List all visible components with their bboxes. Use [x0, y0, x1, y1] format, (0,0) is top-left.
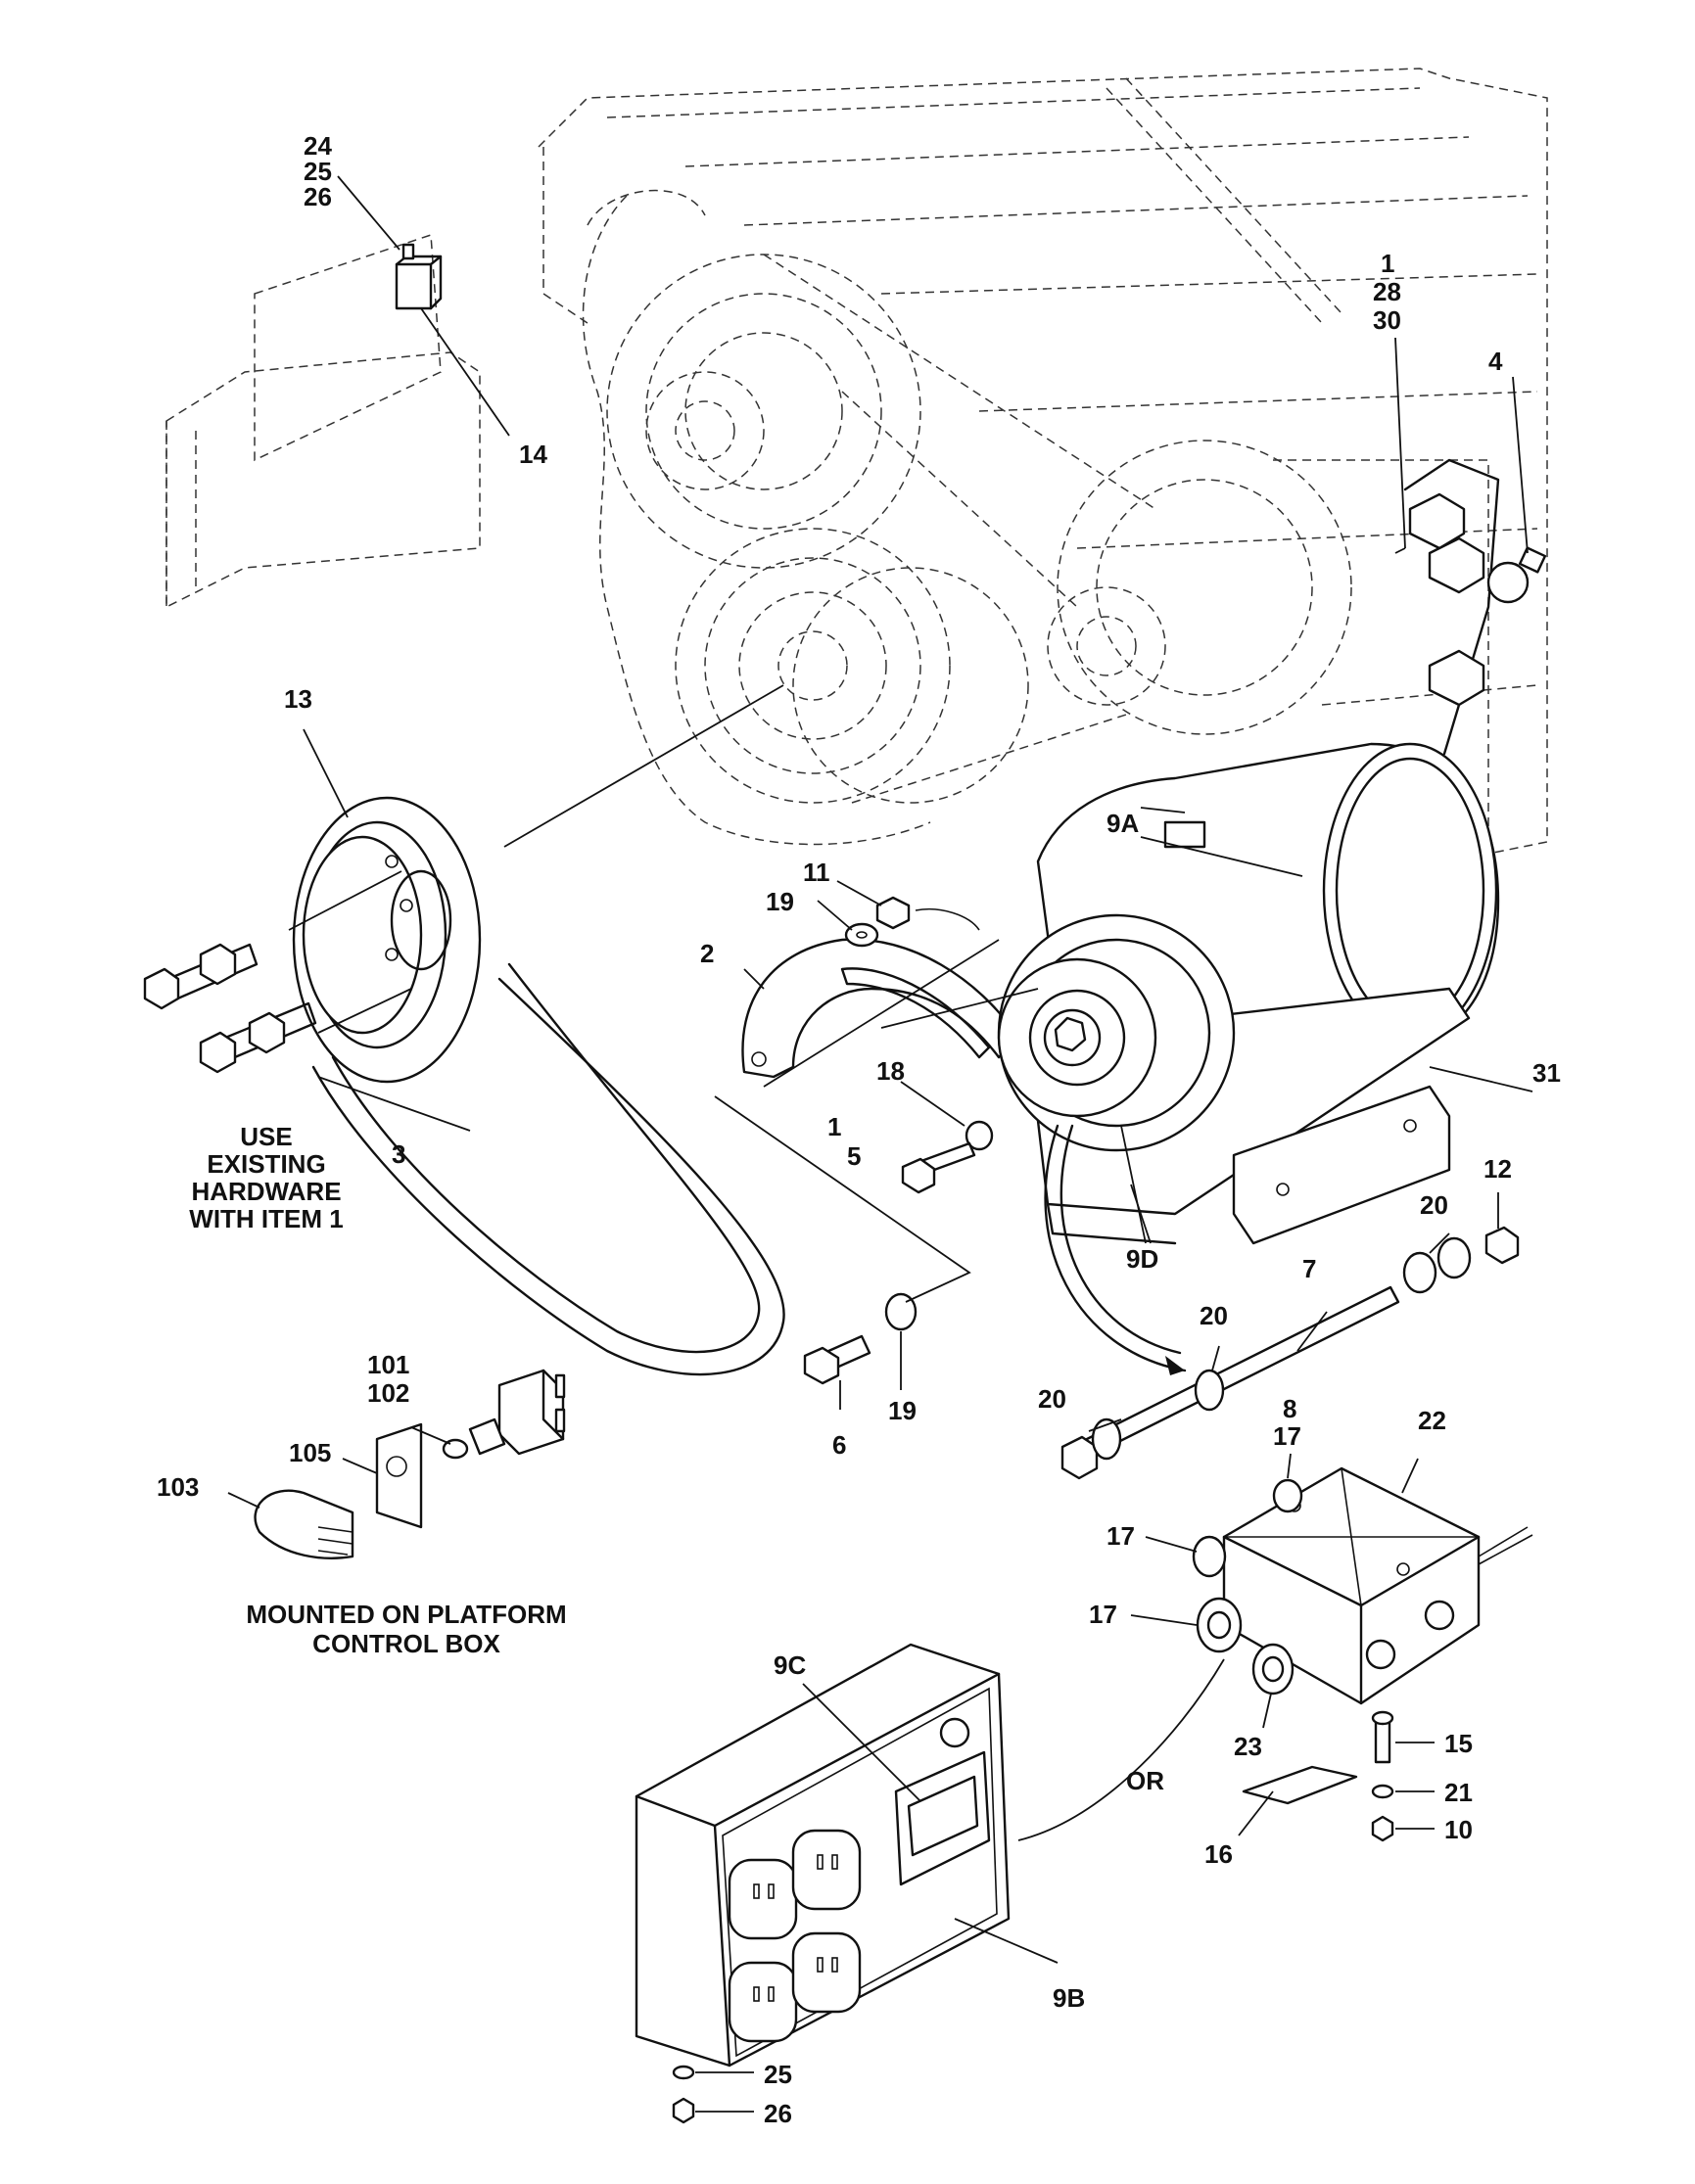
callout-30: 30 — [1373, 305, 1401, 335]
callout-20b: 20 — [1200, 1301, 1228, 1330]
callout-28: 28 — [1373, 277, 1401, 306]
callout-102: 102 — [367, 1378, 409, 1408]
callout-6: 6 — [832, 1430, 846, 1460]
hour-meter — [894, 1717, 991, 1886]
callout-101: 101 — [367, 1350, 409, 1379]
guard-103 — [254, 1489, 354, 1559]
callout-1: 1 — [1381, 249, 1394, 278]
callout-18: 18 — [876, 1056, 905, 1086]
callout-26: 26 — [304, 182, 332, 211]
relay — [395, 243, 443, 310]
callout-8: 8 — [1283, 1394, 1296, 1423]
callout-31: 31 — [1532, 1058, 1561, 1088]
note-mounted-on-platform: MOUNTED ON PLATFORM CONTROL BOX — [246, 1600, 566, 1658]
decal-105 — [375, 1422, 423, 1529]
callout-13: 13 — [284, 684, 312, 714]
callout-24: 24 — [304, 131, 332, 161]
engine-outline — [538, 68, 1548, 881]
callout-14: 14 — [519, 440, 547, 469]
callout-5: 5 — [847, 1141, 861, 1171]
callout-4: 4 — [1488, 347, 1503, 376]
bolts-use-existing — [143, 943, 317, 1074]
note-line: MOUNTED ON PLATFORM — [246, 1600, 566, 1629]
callout-10: 10 — [1444, 1815, 1473, 1844]
callout-12: 12 — [1483, 1154, 1512, 1184]
callout-20c: 20 — [1038, 1384, 1066, 1414]
callout-11: 11 — [803, 858, 830, 887]
outlet-box — [635, 1643, 1011, 2124]
callout-7: 7 — [1302, 1254, 1316, 1283]
note-line: HARDWARE — [191, 1177, 341, 1206]
callout-9c: 9C — [774, 1650, 806, 1680]
callout-23: 23 — [1234, 1732, 1262, 1761]
pulley-13 — [292, 796, 482, 1084]
callout-26b: 26 — [764, 2099, 792, 2128]
callout-9a: 9A — [1106, 809, 1139, 838]
note-line: WITH ITEM 1 — [189, 1204, 343, 1233]
callout-9d: 9D — [1126, 1244, 1158, 1274]
alternator-9a — [997, 742, 1500, 1245]
callout-25: 25 — [304, 157, 332, 186]
note-line: EXISTING — [207, 1149, 325, 1179]
callout-103: 103 — [157, 1472, 199, 1502]
callout-labels: 24 25 26 14 1 28 30 4 13 9A 11 19 2 31 1… — [157, 131, 1561, 2128]
leader-lines — [227, 175, 1533, 2113]
callout-17b: 17 — [1106, 1521, 1135, 1551]
junction-hardware — [1242, 1710, 1394, 1842]
callout-3: 3 — [392, 1139, 405, 1169]
spacer-block — [1232, 1085, 1451, 1245]
callout-25b: 25 — [764, 2060, 792, 2089]
note-line: USE — [240, 1122, 292, 1151]
duplex-outlets — [728, 1829, 862, 2043]
belt-3 — [311, 962, 785, 1376]
callout-17c: 17 — [1089, 1600, 1117, 1629]
hardware-items — [803, 896, 1520, 1480]
callout-20a: 20 — [1420, 1190, 1448, 1220]
callout-22: 22 — [1418, 1406, 1446, 1435]
callout-19b: 19 — [888, 1396, 917, 1425]
callout-1b: 1 — [827, 1112, 841, 1141]
callout-21: 21 — [1444, 1778, 1473, 1807]
toggle-switch — [442, 1369, 566, 1460]
note-use-existing-hardware: USE EXISTING HARDWARE WITH ITEM 1 — [189, 1122, 343, 1233]
relay-bracket — [165, 233, 481, 609]
callout-9b: 9B — [1053, 1983, 1085, 2013]
mounting-plate — [1403, 458, 1547, 756]
callout-15: 15 — [1444, 1729, 1473, 1758]
callout-17a: 17 — [1273, 1421, 1301, 1451]
note-line: CONTROL BOX — [312, 1629, 500, 1658]
callout-or: OR — [1126, 1766, 1164, 1795]
callout-19: 19 — [766, 887, 794, 916]
callout-105: 105 — [289, 1438, 331, 1467]
junction-box — [1192, 1466, 1533, 1705]
callout-2: 2 — [700, 939, 714, 968]
callout-16: 16 — [1204, 1839, 1233, 1869]
